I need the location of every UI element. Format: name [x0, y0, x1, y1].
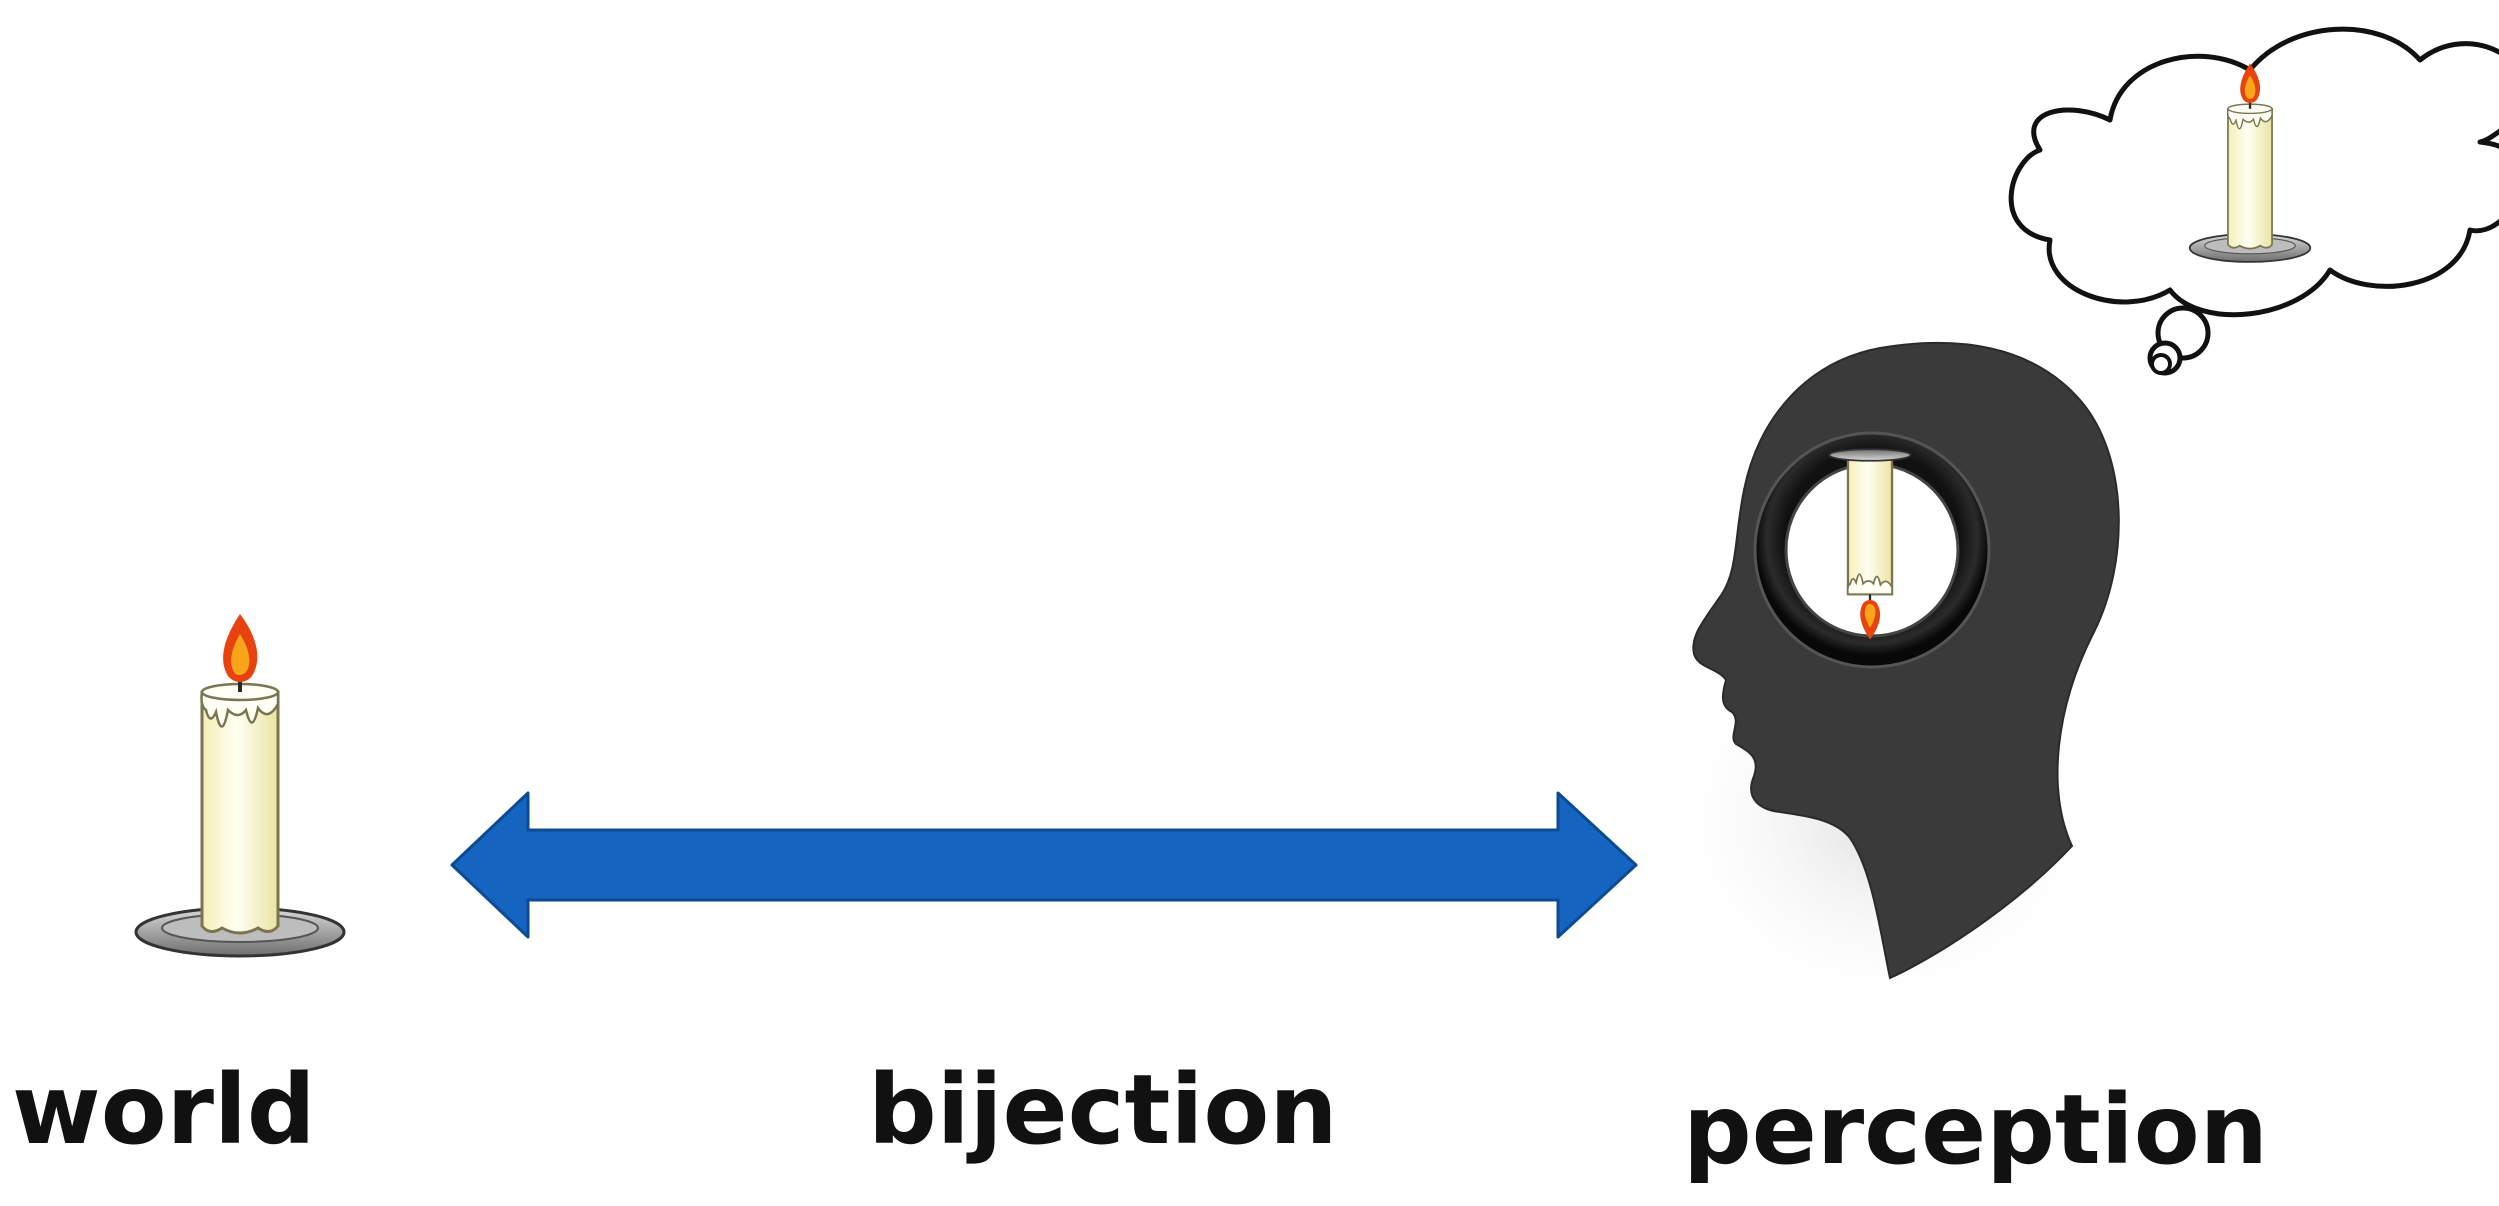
- world-label: world: [12, 1054, 316, 1166]
- double-arrow-icon: [450, 791, 1638, 939]
- head-silhouette-icon: [1655, 341, 2120, 1020]
- perception-label: perception: [1683, 1074, 2268, 1186]
- bijection-label: bijection: [868, 1054, 1338, 1166]
- candle-icon: [134, 612, 346, 958]
- thought-cloud-icon: [2008, 26, 2499, 376]
